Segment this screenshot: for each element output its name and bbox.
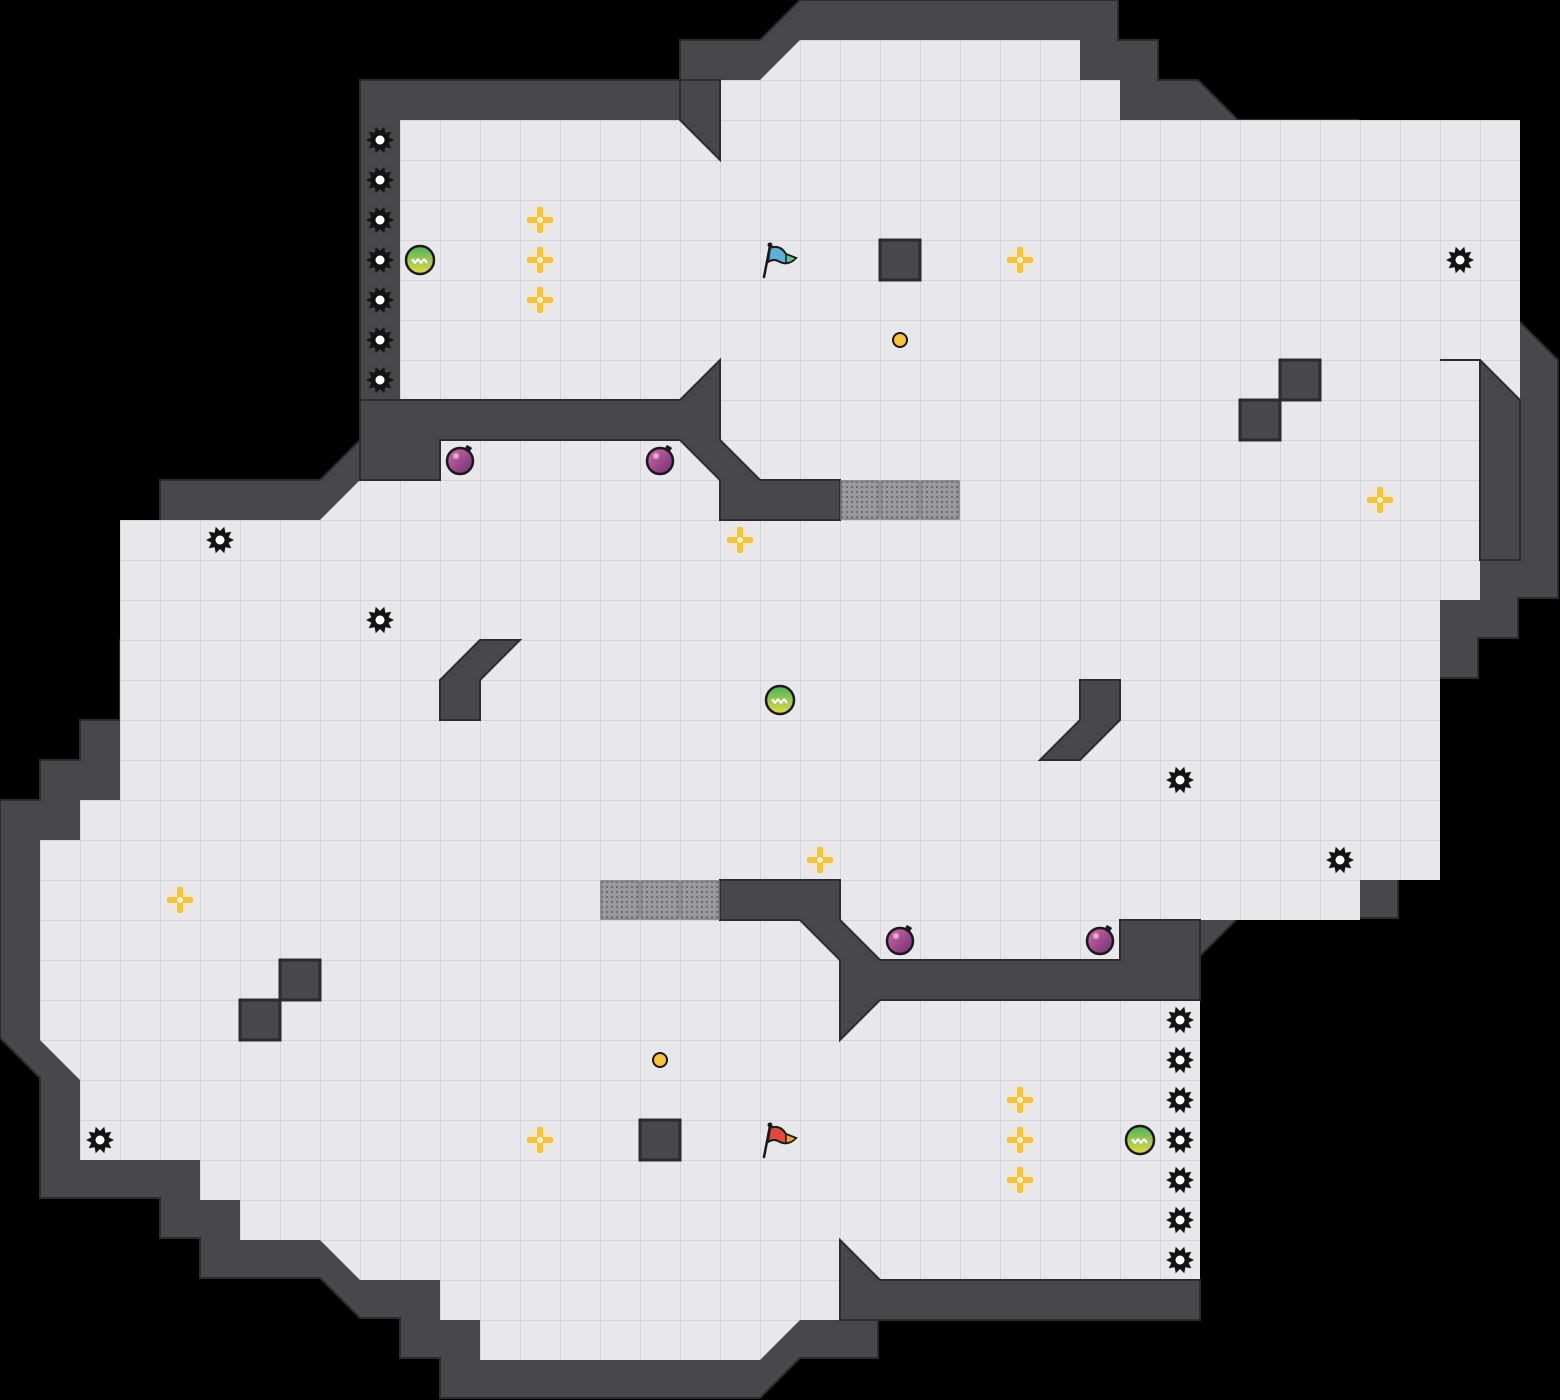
wall-block: [1278, 358, 1322, 402]
spike-icon: [1166, 766, 1194, 794]
powerup-icon: [1004, 1084, 1036, 1116]
bomb-icon: [885, 924, 915, 956]
bomb-icon: [445, 444, 475, 476]
spike-icon: [366, 326, 394, 354]
boosts-layer: [404, 244, 1156, 1156]
powerup-icon: [1004, 244, 1036, 276]
spike-icon: [1166, 1246, 1194, 1274]
grate-tile: [600, 880, 640, 920]
powerup-icon: [164, 884, 196, 916]
bomb-icon: [645, 444, 675, 476]
grate-tile: [680, 880, 720, 920]
gates-layer: [652, 332, 908, 1068]
spike-icon: [1446, 246, 1474, 274]
spike-icon: [1166, 1086, 1194, 1114]
gate-button-icon: [652, 1052, 668, 1068]
spike-icon: [1166, 1126, 1194, 1154]
wall-block: [238, 998, 282, 1042]
team-b-flag-icon: [762, 1122, 798, 1159]
spike-icon: [366, 286, 394, 314]
wall-upper-divider: [359, 357, 841, 521]
bombs-layer: [445, 444, 1115, 956]
spike-icon: [1166, 1006, 1194, 1034]
bomb-icon: [1085, 924, 1115, 956]
wall-block: [638, 1118, 682, 1162]
wall-block: [878, 238, 922, 282]
wall-block: [278, 958, 322, 1002]
powerup-icon: [524, 1124, 556, 1156]
blocks-layer: [238, 238, 1322, 1162]
spike-icon: [366, 206, 394, 234]
gate-button-icon: [892, 332, 908, 348]
spike-icon: [1166, 1166, 1194, 1194]
powerup-icon: [804, 844, 836, 876]
powerup-icon: [524, 204, 556, 236]
powerup-icon: [524, 284, 556, 316]
spike-icon: [366, 126, 394, 154]
grate-tile: [840, 480, 880, 520]
grate-tile: [880, 480, 920, 520]
spike-icon: [1166, 1206, 1194, 1234]
wall-angled-left: [439, 639, 523, 721]
spikes-layer: [86, 126, 1474, 1274]
wall-upper-corner: [679, 79, 721, 163]
team-a-flag-icon: [762, 242, 798, 279]
wall-lower-divider: [719, 879, 1201, 1043]
powerup-icon: [1364, 484, 1396, 516]
grate-tile: [920, 480, 960, 520]
spike-icon: [366, 246, 394, 274]
grate-tile: [640, 880, 680, 920]
powerup-icon: [724, 524, 756, 556]
powerup-icon: [1004, 1164, 1036, 1196]
spike-icon: [366, 606, 394, 634]
flags-layer: [762, 242, 798, 1159]
wall-right-notch: [1440, 359, 1521, 561]
spike-icon: [206, 526, 234, 554]
speed-boost-icon: [764, 684, 796, 716]
speed-boost-icon: [404, 244, 436, 276]
spike-icon: [1166, 1046, 1194, 1074]
grates-layer: [600, 480, 960, 920]
wall-lower-corner: [839, 1237, 1201, 1321]
speed-boost-icon: [1124, 1124, 1156, 1156]
spike-icon: [366, 366, 394, 394]
wall-angled-right: [1037, 679, 1121, 761]
powerup-icon: [524, 244, 556, 276]
spike-icon: [1326, 846, 1354, 874]
powerups-layer: [164, 204, 1396, 1196]
spike-icon: [366, 166, 394, 194]
spike-icon: [86, 1126, 114, 1154]
interior-walls: [359, 79, 1521, 1321]
wall-block: [1238, 398, 1282, 442]
powerup-icon: [1004, 1124, 1036, 1156]
